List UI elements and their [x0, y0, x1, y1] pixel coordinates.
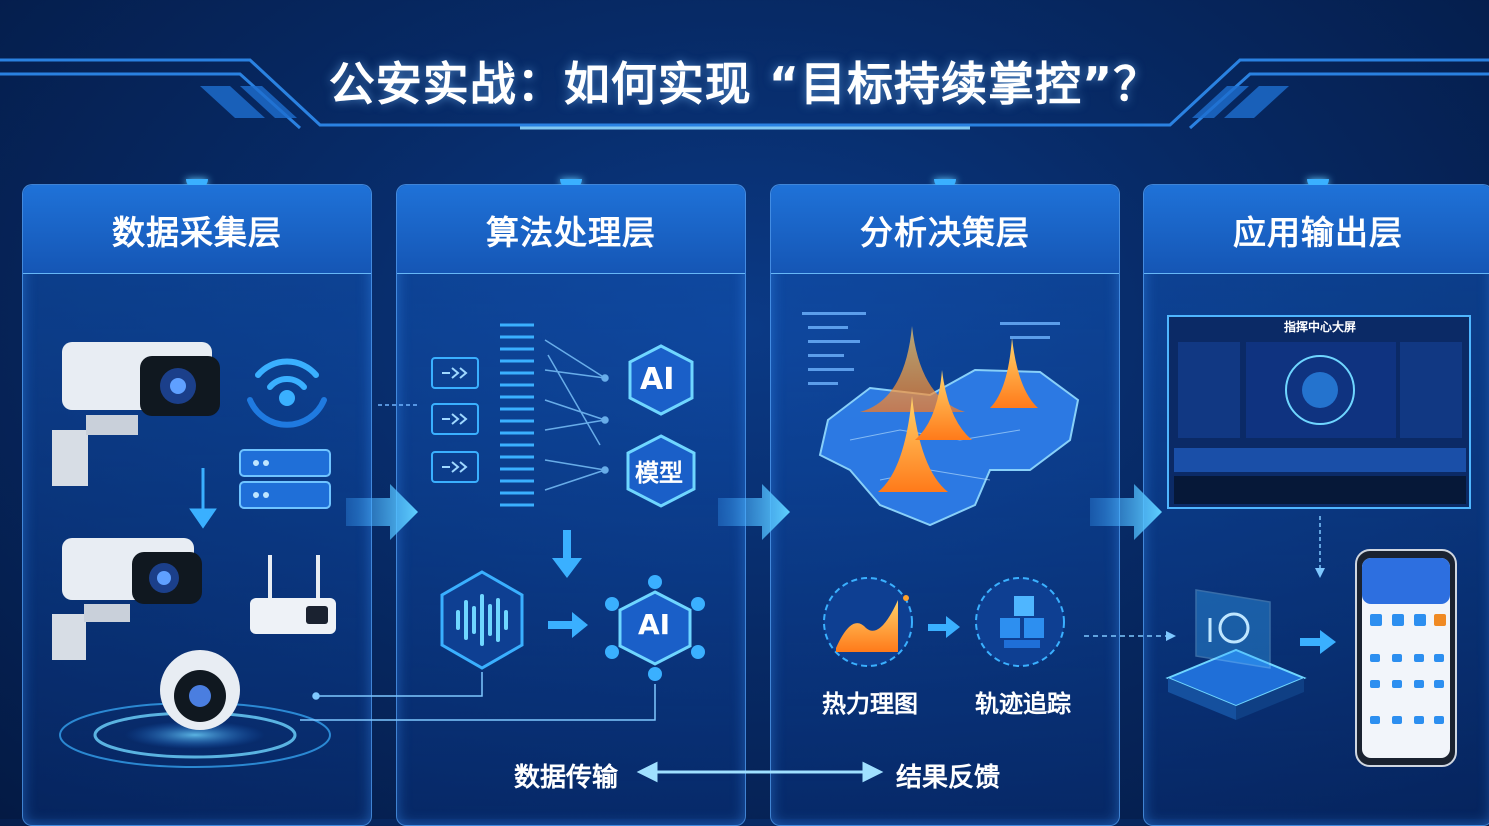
down-arrow-icon [192, 468, 214, 526]
track-cubes-icon [976, 578, 1064, 666]
connector-line [300, 672, 655, 720]
neural-links-icon [545, 340, 608, 490]
model-label: 模型 [635, 453, 683, 488]
processing-coil-icon [500, 325, 534, 505]
right-arrow-icon [548, 612, 588, 638]
heat-map-icon [820, 326, 1078, 525]
arrowhead-icon [1166, 631, 1176, 641]
ai-label: AI [640, 362, 674, 397]
heatmap-label: 热力理图 [822, 684, 918, 719]
dome-camera-icon [60, 650, 330, 767]
input-stream-icon [432, 358, 478, 482]
down-arrow-icon [552, 530, 582, 578]
arrowhead-icon [1315, 568, 1325, 578]
screen-title: 指挥中心大屏 [1284, 319, 1356, 334]
audio-wave-hexagon-icon [442, 572, 522, 668]
flow-arrow-icon [718, 484, 790, 540]
server-icon [240, 450, 330, 508]
router-icon [250, 555, 336, 634]
camera-icon [52, 342, 220, 486]
right-arrow-icon [928, 616, 960, 638]
wifi-icon [250, 362, 324, 425]
result-feedback-label: 结果反馈 [896, 757, 1000, 794]
ai-network-label: AI [638, 608, 670, 641]
hologram-platform-icon [1168, 590, 1304, 720]
right-arrow-icon [1300, 630, 1336, 654]
command-center-screen [1168, 316, 1470, 508]
track-label: 轨迹追踪 [975, 684, 1071, 719]
flow-arrow-icon [1090, 484, 1162, 540]
heatmap-chart-icon [824, 578, 912, 666]
data-transfer-label: 数据传输 [514, 757, 618, 794]
camera-icon [52, 538, 202, 660]
mobile-phone-icon [1356, 550, 1456, 766]
flow-arrow-icon [346, 484, 418, 540]
bidirectional-arrow-icon [640, 764, 880, 780]
